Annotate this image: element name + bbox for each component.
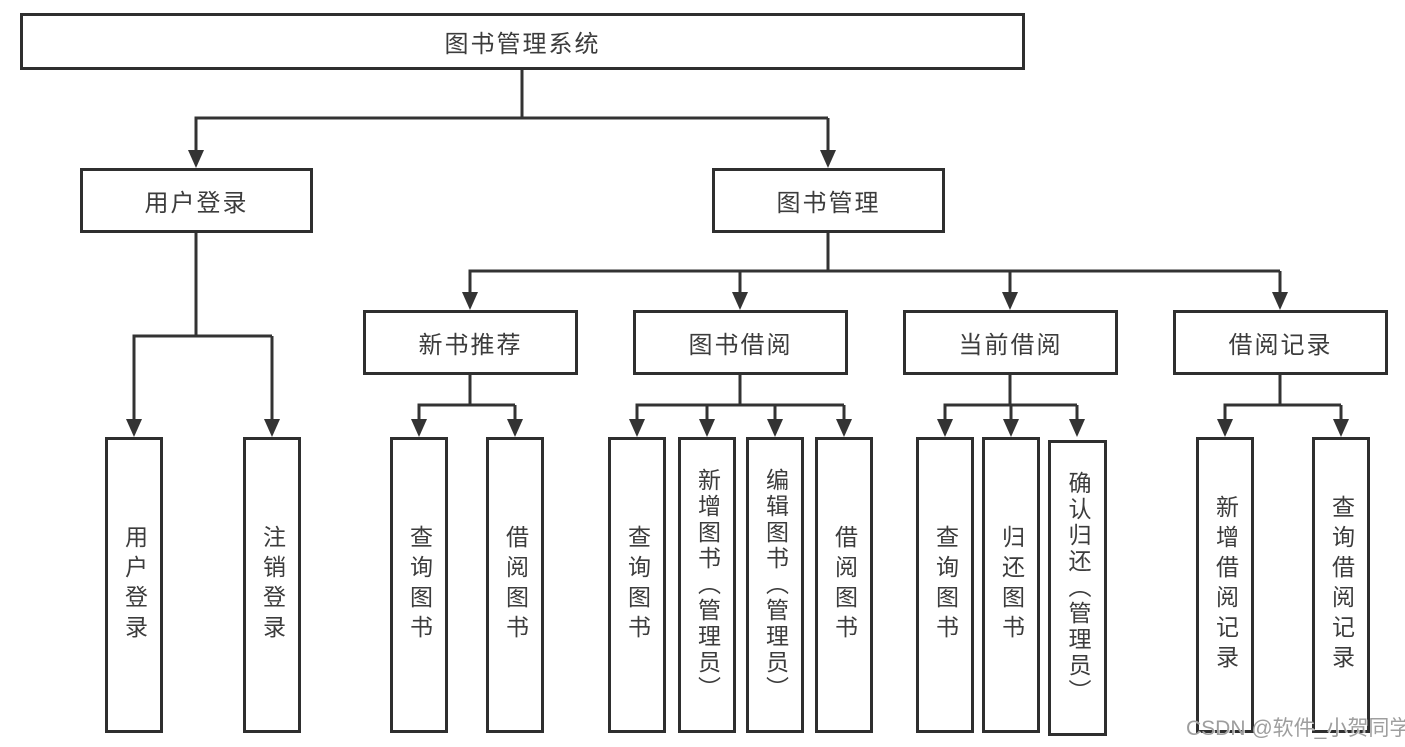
node-current-borrow: 当前借阅 [903, 310, 1118, 375]
node-book-borrow: 图书借阅 [633, 310, 848, 375]
connector-book-borrow-children [635, 375, 846, 421]
leaf-current-query-book-label: 查询图书 [932, 525, 959, 645]
leaf-newbook-query-book: 查询图书 [390, 437, 448, 733]
leaf-current-return-book: 归还图书 [982, 437, 1040, 733]
leaf-user-login: 用户登录 [105, 437, 163, 733]
node-book-borrow-label: 图书借阅 [688, 332, 793, 359]
connector-book-management-children [468, 233, 1282, 294]
connector-new-book-recommend-children [417, 375, 517, 421]
leaf-current-confirm-return-label: 确认归还（管理员） [1065, 471, 1091, 705]
leaf-record-add-record-label: 新增借阅记录 [1212, 495, 1239, 675]
node-root-label: 图书管理系统 [444, 31, 601, 58]
leaf-borrow-edit-book: 编辑图书（管理员） [746, 437, 804, 733]
connector-borrow-record-children [1223, 375, 1343, 421]
leaf-borrow-edit-book-label: 编辑图书（管理员） [762, 468, 789, 702]
leaf-current-confirm-return: 确认归还（管理员） [1048, 440, 1107, 736]
node-new-book-recommend-label: 新书推荐 [418, 332, 523, 359]
node-current-borrow-label: 当前借阅 [958, 332, 1063, 359]
leaf-borrow-query-book: 查询图书 [608, 437, 666, 733]
connector-current-borrow-children [943, 375, 1079, 421]
node-user-login: 用户登录 [80, 168, 313, 233]
leaf-current-return-book-label: 归还图书 [998, 525, 1025, 645]
leaf-logout-label: 注销登录 [259, 525, 286, 645]
leaf-borrow-borrow-book: 借阅图书 [815, 437, 873, 733]
arrowheads [126, 150, 1349, 437]
leaf-record-query-record-label: 查询借阅记录 [1328, 495, 1355, 675]
leaf-newbook-borrow-book-label: 借阅图书 [502, 525, 529, 645]
leaf-borrow-add-book: 新增图书（管理员） [678, 437, 736, 733]
node-borrow-record-label: 借阅记录 [1228, 332, 1333, 359]
leaf-record-query-record: 查询借阅记录 [1312, 437, 1370, 733]
node-new-book-recommend: 新书推荐 [363, 310, 578, 375]
node-borrow-record: 借阅记录 [1173, 310, 1388, 375]
leaf-logout: 注销登录 [243, 437, 301, 733]
connector-user-login-children [132, 233, 274, 421]
connector-root-to-level2 [194, 70, 830, 152]
csdn-watermark: CSDN @软件_小贺同学 [1186, 717, 1405, 740]
node-root: 图书管理系统 [20, 13, 1025, 70]
leaf-user-login-label: 用户登录 [121, 525, 148, 645]
node-book-management: 图书管理 [712, 168, 945, 233]
node-user-login-label: 用户登录 [144, 190, 249, 217]
node-book-management-label: 图书管理 [776, 190, 881, 217]
leaf-record-add-record: 新增借阅记录 [1196, 437, 1254, 733]
leaf-current-query-book: 查询图书 [916, 437, 974, 733]
leaf-borrow-add-book-label: 新增图书（管理员） [694, 468, 721, 702]
leaf-borrow-query-book-label: 查询图书 [624, 525, 651, 645]
leaf-newbook-query-book-label: 查询图书 [406, 525, 433, 645]
leaf-borrow-borrow-book-label: 借阅图书 [831, 525, 858, 645]
leaf-newbook-borrow-book: 借阅图书 [486, 437, 544, 733]
